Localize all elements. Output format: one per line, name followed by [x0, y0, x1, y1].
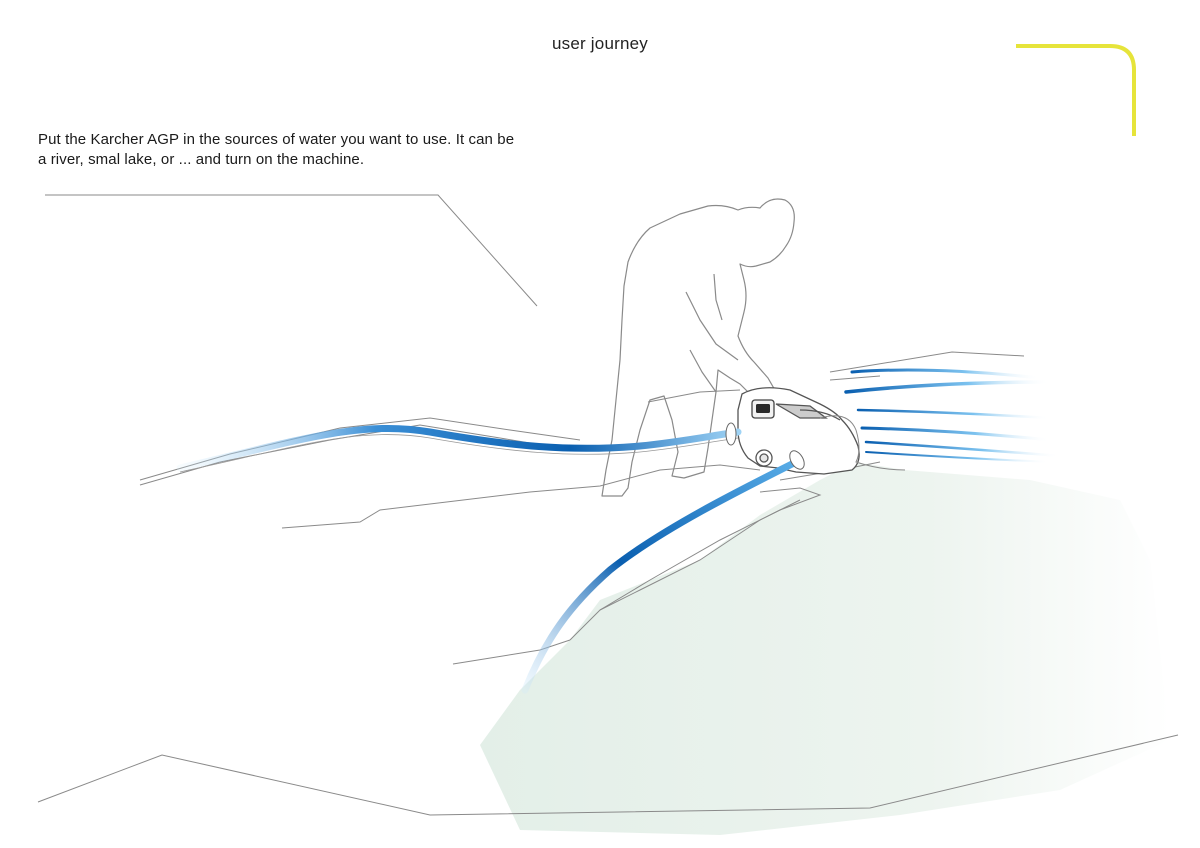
step-caption: Put the Karcher AGP in the sources of wa…: [38, 130, 598, 170]
bank-outline: [819, 415, 906, 471]
caption-line-1: Put the Karcher AGP in the sources of wa…: [38, 131, 515, 148]
water-area: [480, 462, 1170, 835]
person-outline: [601, 198, 795, 497]
inlet-hose: [176, 425, 742, 472]
outlet-hose: [521, 456, 804, 694]
pump-device: [737, 387, 860, 475]
leader-line: [45, 194, 538, 307]
page-title: user journey: [552, 34, 648, 53]
caption-line-2: a river, smal lake, or ... and turn on t…: [38, 151, 365, 168]
water-jets: [844, 368, 1062, 463]
corner-accent: [1016, 44, 1136, 136]
